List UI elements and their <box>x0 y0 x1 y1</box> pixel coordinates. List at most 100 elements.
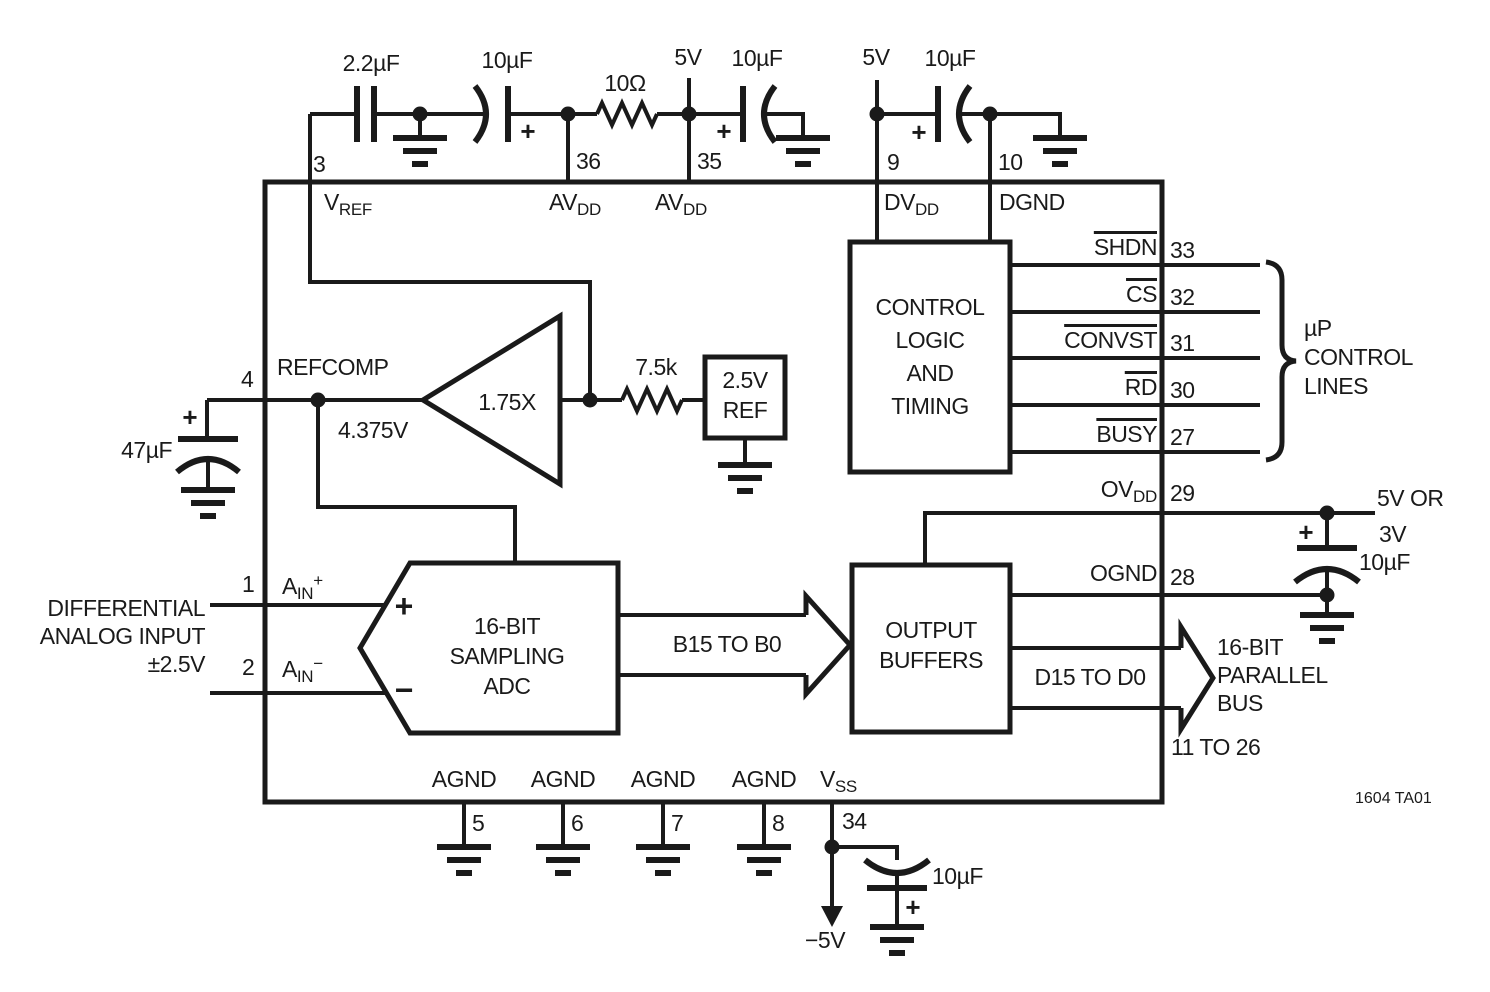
brace-caption-line3: LINES <box>1304 373 1368 399</box>
pin-name-avdd: AVDD <box>655 189 707 219</box>
pin-number-8: 8 <box>772 810 785 836</box>
ground-symbol <box>718 465 772 491</box>
pin-number-35: 35 <box>697 148 722 174</box>
pin-name-main: AV <box>655 189 683 215</box>
dvdd-supply-label: 5V <box>862 44 890 70</box>
pin-name-agnd: AGND <box>630 766 696 792</box>
pin-number-36: 36 <box>576 148 601 174</box>
d-bus-label: D15 TO D0 <box>1034 664 1146 690</box>
amp-gain-label: 1.75X <box>478 389 536 415</box>
buffers-block-line1: OUTPUT <box>885 617 977 643</box>
analog-input-caption-line2: ANALOG INPUT <box>39 623 206 649</box>
pin-name-sub: DD <box>576 200 601 219</box>
bottom-pin-wires <box>462 802 899 925</box>
pin-name-sup: + <box>313 571 323 590</box>
pin-number-30: 30 <box>1170 377 1195 403</box>
cap-10u-vss <box>863 857 931 891</box>
ground-symbol <box>437 847 491 873</box>
pin-name-main: A <box>282 573 297 599</box>
pin-number-4: 4 <box>241 366 254 392</box>
ovdd-supply-label-line2: 3V <box>1379 521 1407 547</box>
pin-number-31: 31 <box>1170 330 1195 356</box>
pin-number-3: 3 <box>313 151 326 177</box>
neg-supply-arrowhead <box>821 906 843 927</box>
cap-10u-curved-plate <box>956 84 973 144</box>
ic-outline <box>262 179 1165 805</box>
pin-name-avdd: AVDD <box>549 189 601 219</box>
ref-block-line1: 2.5V <box>722 367 768 393</box>
pin-name-main: OV <box>1100 476 1134 502</box>
pin-name-main: AV <box>549 189 577 215</box>
ovdd-supply-label-line1: 5V OR <box>1377 485 1444 511</box>
pin-name-dgnd: DGND <box>999 189 1065 215</box>
cap-plus-mark: + <box>905 892 921 922</box>
pin-name-vref: VREF <box>324 191 372 219</box>
pin-number-33: 33 <box>1170 237 1195 263</box>
pin-name-main: A <box>282 656 297 682</box>
cap-10u-ovdd <box>1293 545 1361 585</box>
ground-symbol <box>1033 138 1087 164</box>
ref-2v5-block <box>702 354 788 441</box>
pin-number-7: 7 <box>671 810 684 836</box>
analog-input-caption-line3: ±2.5V <box>147 651 206 677</box>
resistor-10ohm-label: 10Ω <box>604 70 646 96</box>
pin-number-27: 27 <box>1170 424 1195 450</box>
cap-10u-label: 10µF <box>1359 549 1410 575</box>
pin-name-sup: − <box>313 654 323 673</box>
pin-name-sub: REF <box>338 200 372 219</box>
pin-number-32: 32 <box>1170 284 1195 310</box>
pin-name-sub: DD <box>1133 487 1157 506</box>
avdd-supply-label: 5V <box>674 44 702 70</box>
ground-symbol <box>636 847 690 873</box>
mup-control-brace <box>1265 259 1297 463</box>
analog-input-caption-line1: DIFFERENTIAL <box>47 595 205 621</box>
signal-shdn: SHDN <box>1093 234 1158 260</box>
pin-name-ain-minus: AIN− <box>282 655 323 685</box>
parallel-bus-caption-line3: BUS <box>1217 690 1263 716</box>
signal-rd: RD <box>1124 374 1158 400</box>
cap-curved-plate <box>863 857 931 876</box>
pin-number-29: 29 <box>1170 480 1195 506</box>
ground-symbol <box>870 927 924 953</box>
resistor-7k5-label: 7.5k <box>635 354 677 380</box>
pin-number-28: 28 <box>1170 564 1195 590</box>
adc-plus-input-mark: + <box>394 588 414 624</box>
control-block-line2: LOGIC <box>895 327 965 353</box>
cap-plus-mark: + <box>520 116 536 146</box>
output-buffers-block <box>849 562 1013 735</box>
cap-47u-curved-plate <box>175 456 241 475</box>
control-block-line1: CONTROL <box>875 294 985 320</box>
buffers-block-line2: BUFFERS <box>879 647 983 673</box>
ground-symbol <box>393 138 447 164</box>
pin-number-2: 2 <box>242 654 255 680</box>
pin-name-main: V <box>820 766 835 792</box>
control-signal-wires <box>1010 263 1260 454</box>
signal-convst: CONVST <box>1064 327 1157 353</box>
pin-name-sub: DD <box>914 200 939 219</box>
pin-name-sub: IN <box>296 667 314 686</box>
ground-symbol <box>1300 615 1354 641</box>
parallel-bus-caption-line2: PARALLEL <box>1217 662 1328 688</box>
cap-10u-label: 10µF <box>731 45 783 71</box>
d-bus-arrow <box>1010 618 1216 738</box>
control-block-line3: AND <box>906 360 954 386</box>
control-logic-block <box>847 239 1013 475</box>
junction-dots <box>310 106 1335 855</box>
pin-number-6: 6 <box>571 810 584 836</box>
adc-block-line2: SAMPLING <box>449 643 565 669</box>
refcomp-voltage-label: 4.375V <box>338 417 408 443</box>
control-block-line4: TIMING <box>891 393 969 419</box>
parallel-bus-caption-line1: 16-BIT <box>1217 634 1284 660</box>
pin-number-1: 1 <box>242 571 255 597</box>
analog-input-wires <box>210 603 387 695</box>
pin-name-agnd: AGND <box>731 766 797 792</box>
cap-plus-mark: + <box>911 117 927 147</box>
pin-name-sub: IN <box>296 584 314 603</box>
cap-plus-mark: + <box>1298 517 1314 547</box>
pin-name-ovdd: OVDD <box>1100 476 1158 506</box>
pin-range-11-26: 11 TO 26 <box>1171 734 1261 760</box>
b-bus-label: B15 TO B0 <box>672 631 782 657</box>
pin-name-sub: SS <box>834 777 857 796</box>
signal-cs: CS <box>1126 281 1157 307</box>
